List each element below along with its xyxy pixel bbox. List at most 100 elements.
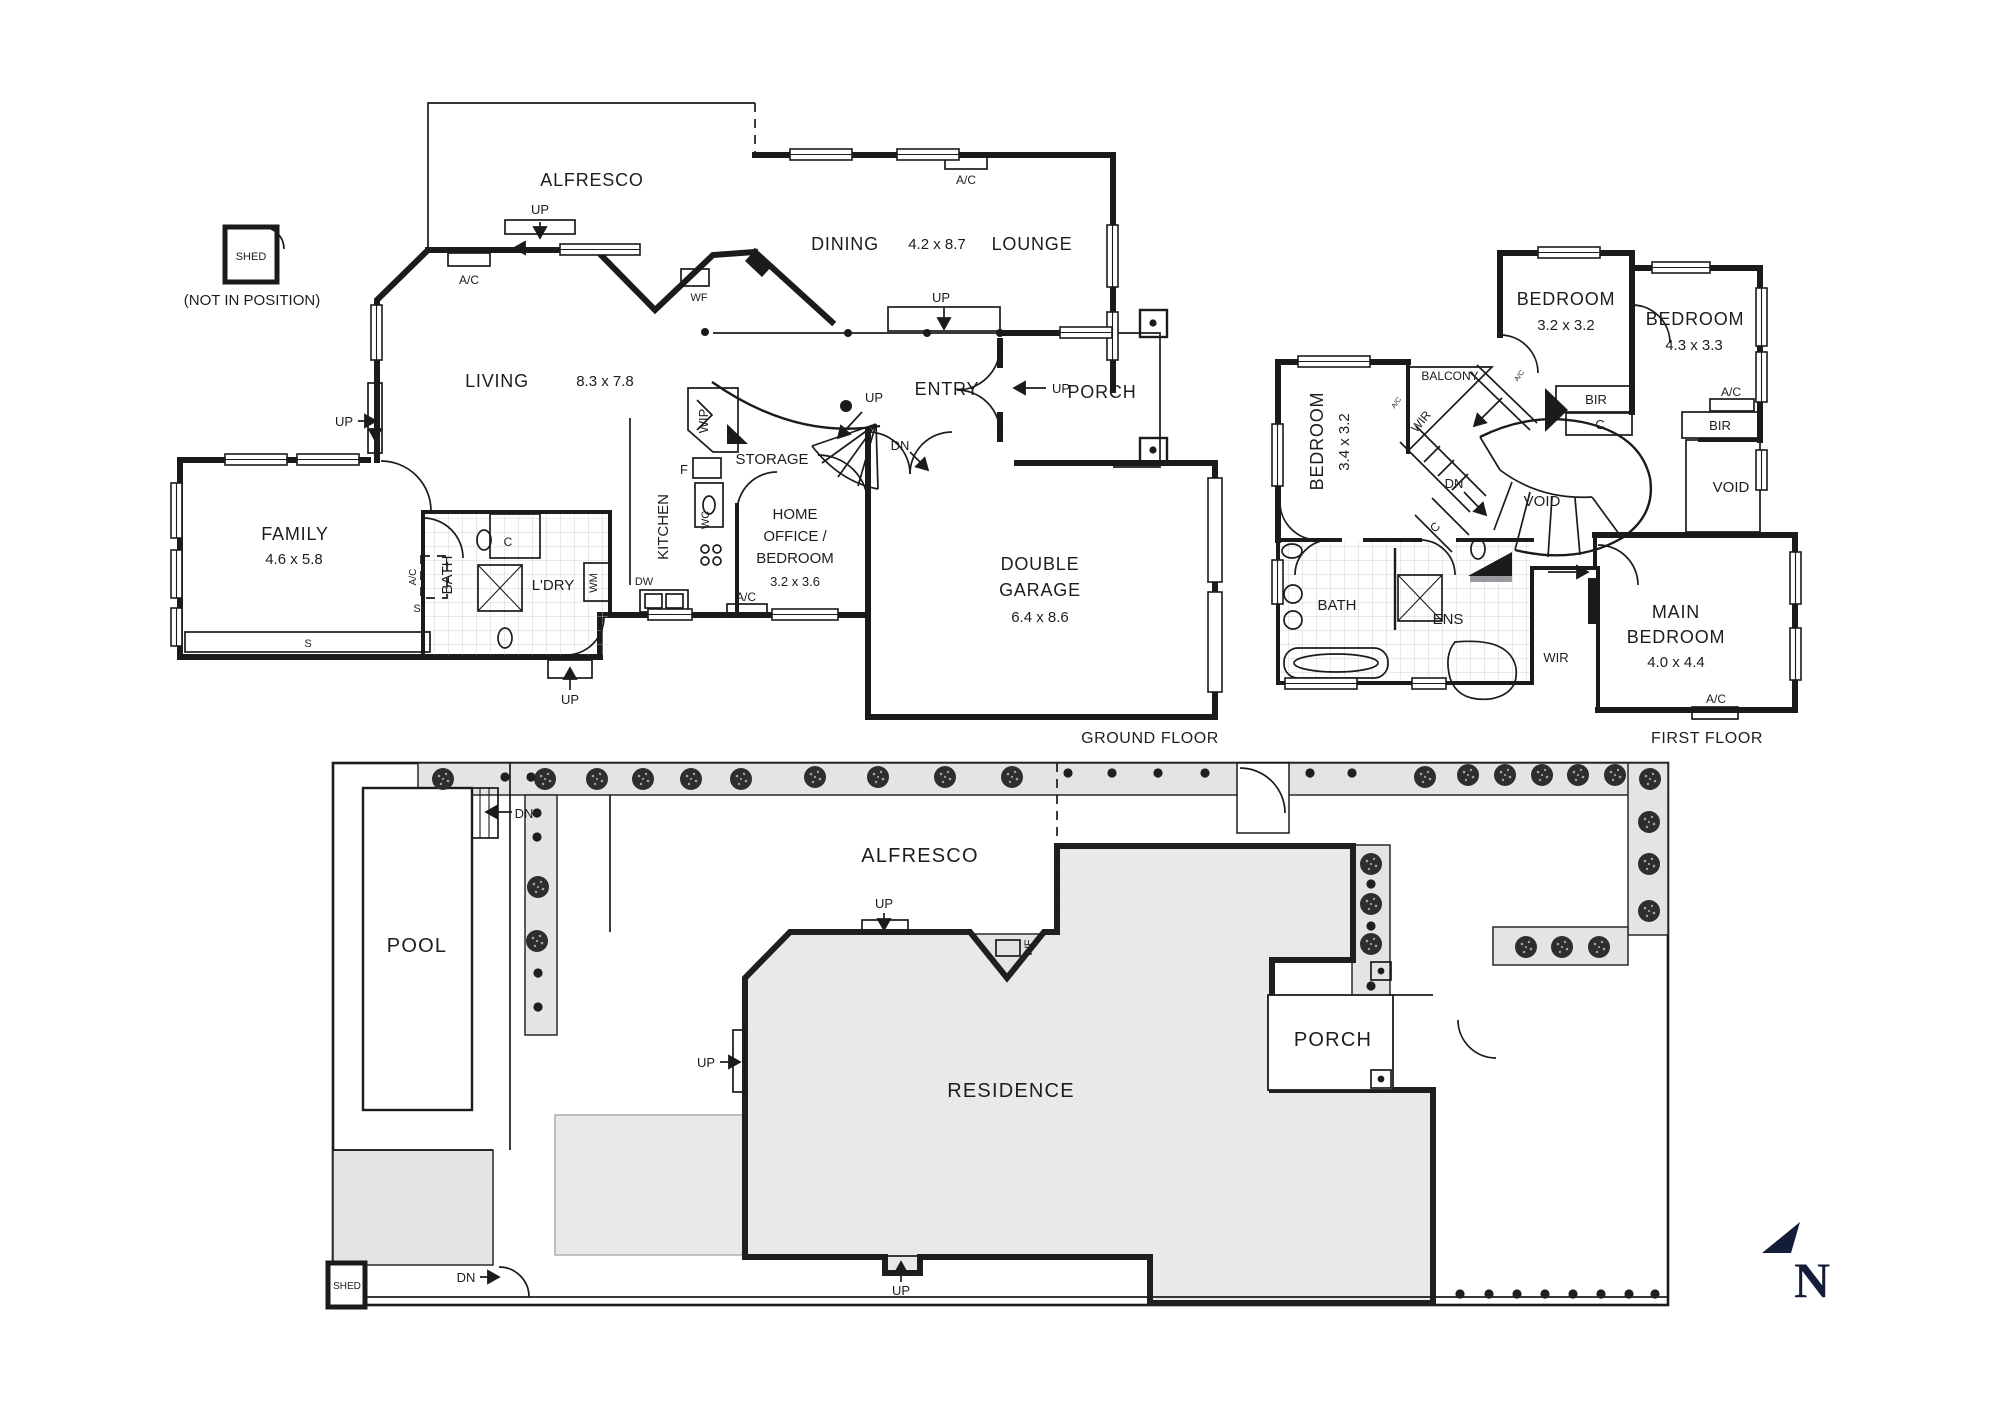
gf-laundry-up-label: UP bbox=[561, 692, 579, 707]
tree-icon bbox=[632, 768, 654, 790]
ff-bath-label: BATH bbox=[1318, 597, 1357, 614]
tree-icon bbox=[526, 930, 548, 952]
ff-main-line2: BEDROOM bbox=[1627, 627, 1726, 647]
gf-alfresco: ALFRESCO UP bbox=[427, 102, 756, 256]
ff-c2-label: C bbox=[1427, 519, 1443, 535]
tree-icon bbox=[1531, 764, 1553, 786]
gf-ac-label-3: A/C bbox=[736, 590, 756, 604]
tree-icon bbox=[534, 768, 556, 790]
gf-wc-label: WC bbox=[700, 511, 712, 529]
tree-icon bbox=[1414, 766, 1436, 788]
site-shed-label: SHED bbox=[333, 1281, 361, 1292]
gf-ho-dim: 3.2 x 3.6 bbox=[770, 574, 820, 589]
ff-bedroom3: BEDROOM 3.4 x 3.2 bbox=[1279, 392, 1353, 541]
gf-dw-label: DW bbox=[635, 576, 654, 588]
ff-stairs: VOID DN bbox=[1399, 417, 1653, 558]
tree-icon bbox=[1515, 936, 1537, 958]
ff-dn-label: DN bbox=[1445, 476, 1464, 491]
gf-bath-ac-label: A/C bbox=[408, 569, 419, 586]
first-floor-plan: BALCONY WIR A/C A/C BEDROOM 3.4 x 3.2 BE… bbox=[1271, 246, 1802, 747]
gf-living-dim: 8.3 x 7.8 bbox=[576, 373, 634, 390]
tree-icon bbox=[1551, 936, 1573, 958]
gf-dining-dim: 4.2 x 8.7 bbox=[908, 236, 966, 253]
site-alfresco-up-label: UP bbox=[875, 896, 893, 911]
ff-wir-main-label: WIR bbox=[1543, 650, 1568, 665]
ff-bath-ens: BATH ENS C bbox=[1281, 497, 1518, 701]
ff-title: FIRST FLOOR bbox=[1651, 730, 1763, 747]
north-marker: N bbox=[1762, 1222, 1830, 1308]
ff-ac-bed2-label: A/C bbox=[1721, 385, 1741, 399]
gf-porch-label: PORCH bbox=[1067, 382, 1136, 402]
ff-void-stairs-label: VOID bbox=[1524, 493, 1561, 510]
gf-dining-edge: UP bbox=[701, 290, 1105, 337]
gf-entry-up-label: UP bbox=[1052, 381, 1070, 396]
site-porch: PORCH bbox=[1267, 961, 1497, 1091]
north-label: N bbox=[1794, 1252, 1830, 1308]
gf-wip-label: WIP bbox=[696, 409, 711, 434]
tree-icon bbox=[680, 768, 702, 790]
ff-void-right: VOID bbox=[1685, 439, 1761, 533]
site-shed: SHED bbox=[325, 1260, 368, 1310]
ff-wir-main: WIR bbox=[1543, 564, 1598, 665]
ff-bedroom1-dim: 3.2 x 3.2 bbox=[1537, 317, 1595, 334]
gf-shed-label: SHED bbox=[236, 251, 267, 263]
ff-main-line1: MAIN bbox=[1652, 602, 1700, 622]
tree-icon bbox=[1638, 853, 1660, 875]
gf-ho-line1: HOME bbox=[773, 506, 818, 523]
pool-label: POOL bbox=[387, 935, 447, 957]
gf-wf-label: WF bbox=[690, 292, 707, 304]
tree-icon bbox=[804, 766, 826, 788]
site-back-gate: DN bbox=[457, 1266, 530, 1298]
tree-icon bbox=[1639, 768, 1661, 790]
site-left-step: UP bbox=[697, 1029, 746, 1093]
gf-s-label-1: S bbox=[304, 638, 311, 650]
site-bottom-up-label: UP bbox=[892, 1283, 910, 1298]
ff-bedroom2: BEDROOM 4.3 x 3.3 A/C BIR bbox=[1631, 304, 1761, 439]
gf-kitchen-label: KITCHEN bbox=[655, 494, 672, 560]
gf-ac-label-1: A/C bbox=[459, 273, 479, 287]
gf-garage-line2: GARAGE bbox=[999, 580, 1081, 600]
gf-alfresco-up-label: UP bbox=[531, 202, 549, 217]
ff-ac-small-1: A/C bbox=[1391, 396, 1403, 410]
ff-main-bedroom: MAIN BEDROOM 4.0 x 4.4 A/C bbox=[1597, 544, 1739, 720]
tree-icon bbox=[1638, 900, 1660, 922]
ff-bedroom2-dim: 4.3 x 3.3 bbox=[1665, 337, 1723, 354]
tree-icon bbox=[1494, 764, 1516, 786]
gf-fridge-label: F bbox=[680, 462, 688, 477]
tree-icon bbox=[1604, 764, 1626, 786]
ff-balcony-label: BALCONY bbox=[1421, 369, 1478, 383]
ff-ac-main-label: A/C bbox=[1706, 692, 1726, 706]
gf-garage-dim: 6.4 x 8.6 bbox=[1011, 609, 1069, 626]
site-alfresco: UP ALFRESCO WF bbox=[609, 763, 1058, 957]
gf-family-dim: 4.6 x 5.8 bbox=[265, 551, 323, 568]
site-wf-label: WF bbox=[1023, 939, 1035, 956]
ff-bir2-label: BIR bbox=[1709, 418, 1731, 433]
site-bottom-step: UP bbox=[333, 1255, 1668, 1298]
gf-wm-label: WM bbox=[588, 573, 600, 593]
gf-entry-label: ENTRY bbox=[915, 379, 980, 399]
gf-dining-label: DINING bbox=[811, 234, 879, 254]
gf-laundry-label: L'DRY bbox=[532, 577, 575, 594]
site-plan: DN POOL UP ALFRESCO WF UP UP bbox=[325, 761, 1670, 1310]
ff-bir1-label: BIR bbox=[1585, 392, 1607, 407]
ff-balcony: BALCONY WIR A/C A/C bbox=[1391, 364, 1538, 454]
tree-icon bbox=[1360, 893, 1382, 915]
pool bbox=[361, 786, 474, 1112]
gf-windows bbox=[170, 148, 1119, 647]
gf-storage-label: STORAGE bbox=[735, 451, 808, 468]
tree-icon bbox=[1457, 764, 1479, 786]
gf-shed-note: (NOT IN POSITION) bbox=[184, 292, 320, 309]
gf-kitchen: WIP F WC DW KITCHEN bbox=[629, 387, 739, 613]
gf-stairs-up-label: UP bbox=[865, 390, 883, 405]
tree-icon bbox=[934, 766, 956, 788]
gf-s-label-2: S bbox=[413, 603, 420, 615]
tree-icon bbox=[867, 766, 889, 788]
ff-bedroom2-label: BEDROOM bbox=[1646, 309, 1745, 329]
ff-windows bbox=[1271, 246, 1802, 690]
gf-garage-line1: DOUBLE bbox=[1001, 554, 1080, 574]
tree-icon bbox=[432, 768, 454, 790]
gf-shed: SHED (NOT IN POSITION) bbox=[184, 224, 320, 309]
gf-closet-label: C bbox=[504, 535, 513, 549]
